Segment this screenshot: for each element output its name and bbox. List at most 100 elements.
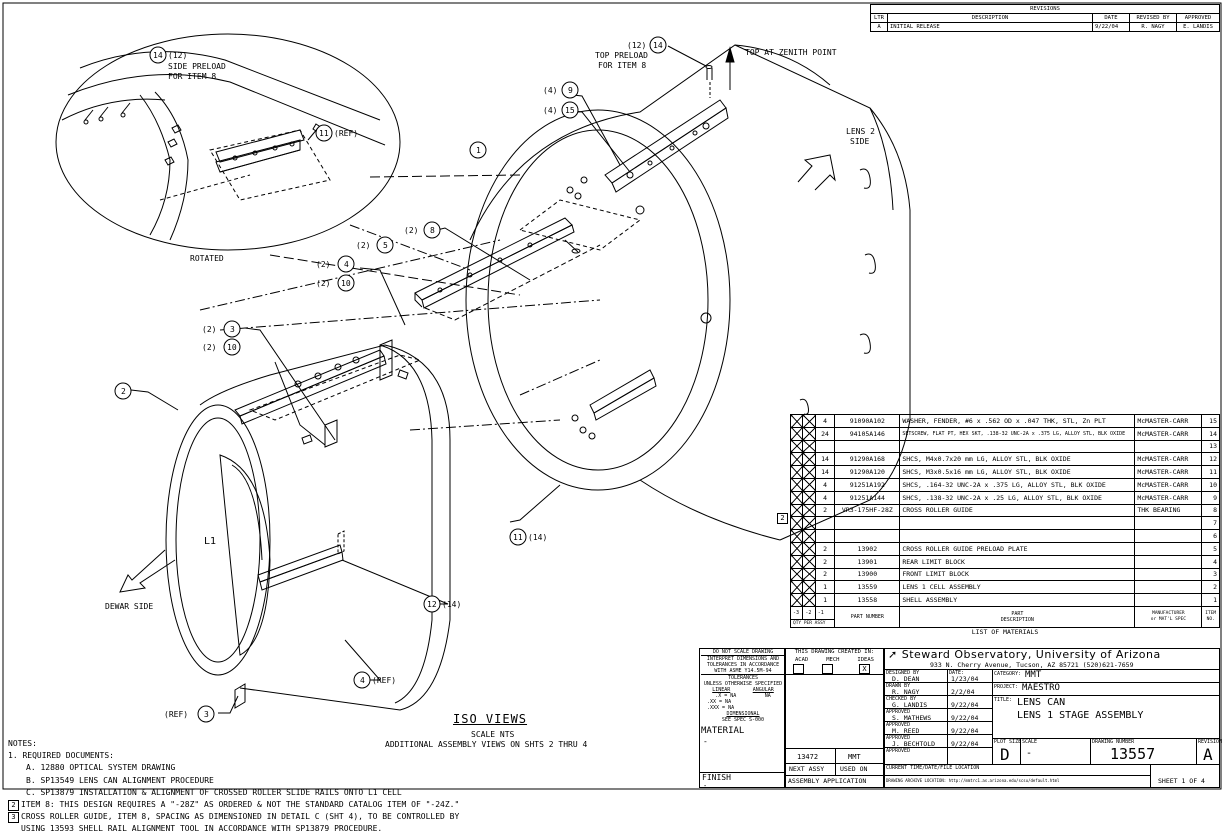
- callout-qty-4-9: (4): [543, 86, 558, 95]
- designer: D. DEAN: [892, 675, 920, 683]
- bom-unused-qty-cell: [789, 465, 804, 479]
- balloon-5: 5: [383, 241, 388, 250]
- callout-top-preload: TOP PRELOAD: [595, 51, 648, 60]
- bom-unused-qty-cell: [802, 439, 816, 454]
- tolerance-block: [699, 648, 785, 788]
- callout-qty-2-10b: (2): [202, 343, 217, 352]
- bom-row: 7: [789, 516, 1220, 531]
- balloon-8: 8: [430, 226, 435, 235]
- balloon-10b: 10: [227, 343, 237, 352]
- bom-unused-qty-cell: [789, 567, 804, 582]
- balloon-10a: 10: [341, 279, 351, 288]
- bom-unused-qty-cell: [802, 414, 816, 428]
- finish-value: -: [703, 782, 708, 790]
- callout-11-qty-14: (14): [528, 533, 548, 542]
- callout-qty-2-4: (2): [316, 260, 331, 269]
- org-logo-icon: ➚: [888, 648, 898, 661]
- callout-for-item8-a: FOR ITEM 8: [168, 72, 217, 81]
- bom-unused-qty-cell: [789, 541, 804, 556]
- balloon-12: 12: [427, 600, 437, 609]
- callout-side: SIDE: [850, 137, 870, 146]
- note-1: 1. REQUIRED DOCUMENTS:: [8, 751, 114, 761]
- drawing-title-2: LENS 1 STAGE ASSEMBLY: [1017, 710, 1144, 721]
- balloon-14-side: 14: [153, 51, 163, 60]
- bom-unused-qty-cell: [789, 439, 804, 454]
- balloon-9: 9: [568, 86, 573, 95]
- bom-unused-qty-cell: [789, 426, 804, 441]
- bom-header-part-number: PART NUMBER: [834, 605, 901, 628]
- next-assy-value: 13472: [797, 753, 819, 761]
- bom-unused-qty-cell: [789, 554, 804, 569]
- finish-label: FINISH: [702, 773, 731, 782]
- callout-qty-2-10a: (2): [316, 279, 331, 288]
- callout-top-zenith: TOP AT ZENITH POINT: [745, 48, 837, 57]
- bom-unused-qty-cell: [789, 580, 804, 595]
- org-name: ➚ Steward Observatory, University of Ari…: [888, 648, 1161, 661]
- callout-4-ref: (REF): [372, 676, 397, 685]
- bom-unused-qty-cell: [789, 503, 804, 518]
- callout-11-ref: (REF): [334, 129, 359, 138]
- sheet-number: SHEET 1 OF 4: [1158, 777, 1205, 785]
- archive-location: DRAWING ARCHIVE LOCATION: http://mmtrc1.…: [886, 778, 1060, 783]
- iso-views-drawing: [2, 2, 1222, 790]
- balloon-3b: 3: [204, 710, 209, 719]
- bom-row: 6: [789, 529, 1220, 543]
- ideas-checkbox: X: [859, 664, 870, 674]
- org-address: 933 N. Cherry Avenue, Tucson, AZ 85721 (…: [930, 661, 1134, 669]
- note-1b: B. SP13549 LENS CAN ALIGNMENT PROCEDURE: [26, 775, 214, 785]
- iso-views-title: ISO VIEWS: [453, 712, 528, 726]
- callout-qty-2-8: (2): [404, 226, 419, 235]
- bom-unused-qty-cell: [802, 516, 816, 531]
- revisions-title: REVISIONS: [870, 4, 1220, 14]
- revision-letter: A: [1203, 745, 1213, 764]
- bom-row: 13: [789, 439, 1220, 454]
- callout-qty-12-side: (12): [168, 51, 188, 60]
- bom-unused-qty-cell: [802, 580, 816, 595]
- rev-header-approved: APPROVED: [1176, 13, 1220, 23]
- balloon-2: 2: [121, 387, 126, 396]
- callout-qty-12-top: (12): [627, 41, 647, 50]
- bom-unused-qty-cell: [802, 529, 816, 543]
- note-flag-2: 2: [8, 800, 19, 812]
- bom-unused-qty-cell: [802, 593, 816, 607]
- note-flag-3: 3: [8, 812, 19, 824]
- balloon-3: 3: [230, 325, 235, 334]
- plot-size: D: [1000, 745, 1010, 764]
- drawer: R. NAGY: [892, 688, 920, 696]
- bom-unused-qty-cell: [802, 541, 816, 556]
- bom-unused-qty-cell: [789, 529, 804, 543]
- bom-unused-qty-cell: [802, 490, 816, 505]
- bom-flag-2: 2: [777, 513, 788, 524]
- balloon-15: 15: [565, 106, 575, 115]
- assembly-application: ASSEMBLY APPLICATION: [788, 777, 867, 785]
- bom-unused-qty-cell: [789, 516, 804, 531]
- drawing-title-1: LENS CAN: [1017, 697, 1066, 708]
- rev-header-revised: REVISED BY: [1129, 13, 1177, 23]
- revisions-table: REVISIONS LTR DESCRIPTION DATE REVISED B…: [870, 4, 1220, 32]
- callout-lens2: LENS 2: [846, 127, 875, 136]
- bom-unused-qty-cell: [802, 554, 816, 569]
- balloon-11b: 11: [513, 533, 523, 542]
- do-not-scale: DO NOT SCALE DRAWING: [712, 649, 774, 655]
- callout-rotated: ROTATED: [190, 254, 224, 263]
- bom-title: LIST OF MATERIALS: [971, 628, 1039, 637]
- callout-qty-2-5: (2): [356, 241, 371, 250]
- balloon-11: 11: [319, 129, 329, 138]
- callout-dewar-side: DEWAR SIDE: [105, 602, 154, 611]
- callout-12-qty-14: (14): [442, 600, 462, 609]
- bom-unused-qty-cell: [802, 452, 816, 467]
- bom-unused-qty-cell: [789, 452, 804, 467]
